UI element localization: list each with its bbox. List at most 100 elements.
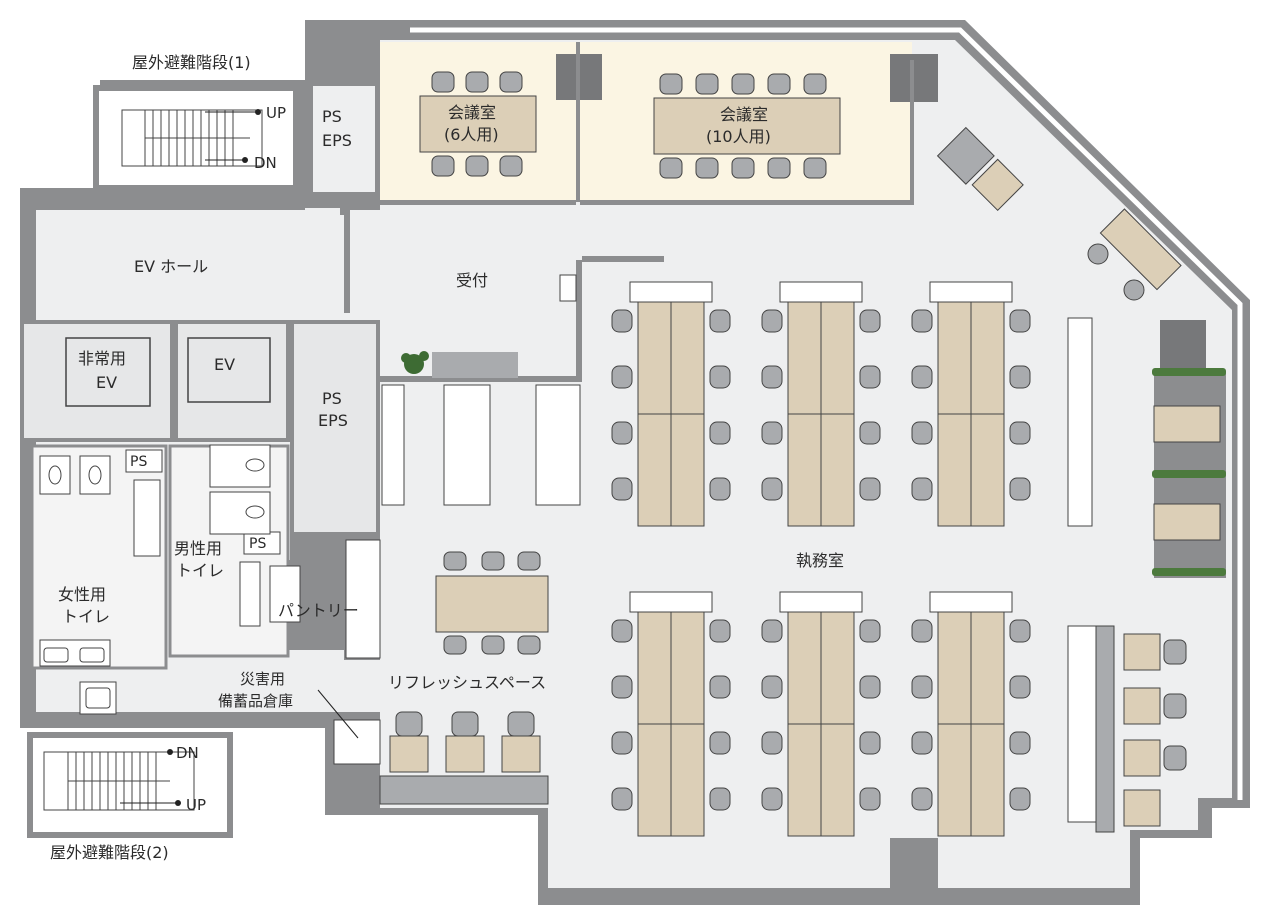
chair [911, 421, 933, 445]
pantry-counter [345, 539, 381, 659]
desk-header [629, 281, 713, 303]
chair [709, 675, 731, 699]
chair [911, 731, 933, 755]
chair [1009, 675, 1031, 699]
chair [709, 477, 731, 501]
desk [937, 723, 972, 837]
disaster-storage [333, 719, 381, 765]
plant [401, 351, 429, 374]
meeting10-table [653, 97, 841, 155]
chair [611, 731, 633, 755]
label-up-top: UP [266, 104, 286, 122]
label-meeting10-2: (10人用) [706, 127, 771, 146]
side-table-2 [1153, 503, 1221, 541]
chair [611, 365, 633, 389]
chair [761, 787, 783, 811]
label-meeting10-1: 会議室 [720, 105, 768, 124]
window-band [410, 27, 1243, 800]
chair [761, 365, 783, 389]
chair [611, 309, 633, 333]
chair [859, 421, 881, 445]
desk-header [779, 591, 863, 613]
chair [761, 731, 783, 755]
label-emergency-ev-2: EV [96, 373, 117, 392]
label-ps-small-2: PS [249, 536, 266, 552]
reception-counter [432, 352, 518, 378]
chair [709, 421, 731, 445]
side-table-1 [1153, 405, 1221, 443]
label-womens-1: 女性用 [58, 585, 106, 604]
label-ps-small-1: PS [130, 454, 147, 470]
desk [670, 301, 705, 415]
desk [670, 723, 705, 837]
refresh-table [435, 575, 549, 633]
chair [611, 787, 633, 811]
chair [1009, 477, 1031, 501]
chair [611, 619, 633, 643]
emergency-ev [20, 320, 174, 442]
desk [787, 611, 822, 725]
chair [911, 365, 933, 389]
chair [911, 309, 933, 333]
chair [611, 675, 633, 699]
ev [174, 320, 290, 442]
desk [937, 413, 972, 527]
chair [1009, 421, 1031, 445]
label-stairs-bottom: 屋外避難階段(2) [50, 843, 169, 862]
ps-eps-top [313, 86, 375, 192]
label-office: 執務室 [796, 551, 844, 570]
desk [637, 723, 672, 837]
desk [787, 301, 822, 415]
chair [911, 787, 933, 811]
chair [611, 477, 633, 501]
chair [709, 619, 731, 643]
lounge [936, 126, 1024, 212]
refresh-chairs [443, 551, 541, 655]
chair [911, 675, 933, 699]
desk [787, 723, 822, 837]
desk [820, 413, 855, 527]
chair [859, 365, 881, 389]
label-eps-top: EPS [322, 131, 352, 150]
desk [820, 723, 855, 837]
chair [859, 477, 881, 501]
desk [937, 611, 972, 725]
label-storage-1: 災害用 [240, 670, 285, 688]
desk [637, 611, 672, 725]
label-up-bottom: UP [186, 796, 206, 814]
label-mens-2: トイレ [176, 561, 224, 580]
chair [761, 619, 783, 643]
chair [709, 787, 731, 811]
desk [637, 413, 672, 527]
label-ps-top: PS [322, 107, 342, 126]
desk [970, 611, 1005, 725]
desk [670, 413, 705, 527]
chair [859, 619, 881, 643]
chair [1009, 365, 1031, 389]
desk-header [929, 591, 1013, 613]
chair [761, 675, 783, 699]
label-ev-hall: EV ホール [134, 257, 208, 276]
chair [859, 675, 881, 699]
chair [709, 365, 731, 389]
chair [1009, 619, 1031, 643]
chair [911, 619, 933, 643]
desk [637, 301, 672, 415]
desk [937, 301, 972, 415]
chair [859, 731, 881, 755]
desk [970, 723, 1005, 837]
desk-header [929, 281, 1013, 303]
chair [1009, 731, 1031, 755]
label-emergency-ev-1: 非常用 [78, 349, 126, 368]
label-dn-bottom: DN [176, 744, 199, 762]
label-mens-1: 男性用 [174, 539, 222, 558]
desk [970, 413, 1005, 527]
meeting6-table [419, 95, 537, 153]
ps-eps-mid [290, 320, 380, 536]
desk [670, 611, 705, 725]
label-reception: 受付 [456, 271, 488, 290]
label-ps-mid: PS [322, 389, 342, 408]
chair [611, 421, 633, 445]
chair [709, 731, 731, 755]
